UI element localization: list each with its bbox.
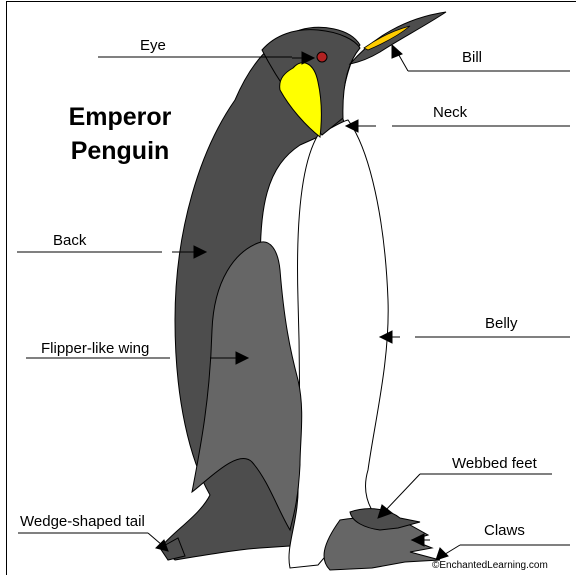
label-eye: Eye: [140, 37, 166, 54]
label-webbed-feet: Webbed feet: [452, 455, 537, 472]
label-flipper-wing: Flipper-like wing: [41, 340, 149, 357]
title-line-2: Penguin: [55, 134, 185, 168]
label-tail: Wedge-shaped tail: [20, 513, 145, 530]
label-bill: Bill: [462, 49, 482, 66]
penguin-bill: [350, 12, 446, 64]
label-belly: Belly: [485, 315, 518, 332]
label-claws: Claws: [484, 522, 525, 539]
label-neck: Neck: [433, 104, 467, 121]
diagram-title: Emperor Penguin: [55, 100, 185, 168]
credit-text: ©EnchantedLearning.com: [432, 560, 548, 571]
penguin-belly: [289, 120, 388, 568]
label-back: Back: [53, 232, 86, 249]
eye-dot: [317, 52, 327, 62]
title-line-1: Emperor: [55, 100, 185, 134]
